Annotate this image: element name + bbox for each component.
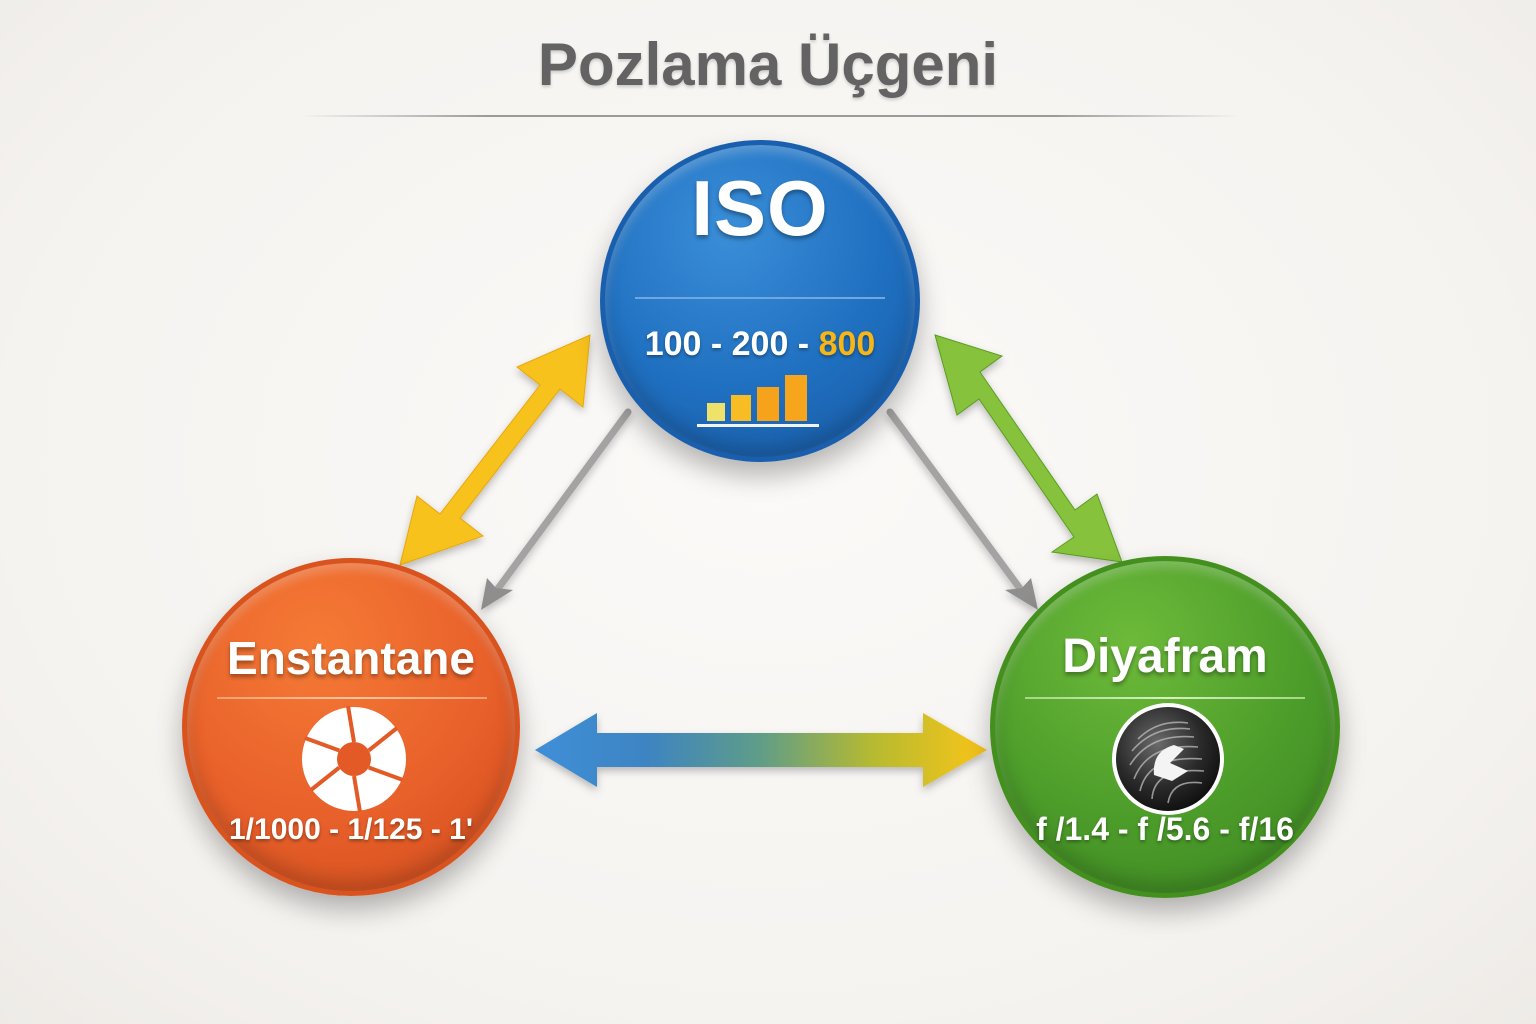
iso-aperture-double-arrow xyxy=(934,334,1123,563)
title-divider xyxy=(300,115,1240,117)
aperture-divider xyxy=(1025,697,1305,699)
iso-to-shutter-arrow xyxy=(481,408,632,610)
iso-node: ISO 100 - 200 - 800 xyxy=(600,140,920,462)
shutter-label: Enstantane xyxy=(227,632,475,684)
iso-values-highlight: 800 xyxy=(818,325,876,363)
iso-values: 100 - 200 - 800 xyxy=(605,325,915,364)
diagram-title: Pozlama Üçgeni xyxy=(537,31,999,98)
shutter-node: Enstantane 1/1000 - 1/125 - 1' xyxy=(182,558,520,896)
iso-values-base: 100 - 200 - xyxy=(644,325,819,363)
aperture-node: Diyafram f /1.4 - f /5.6 - f/16 xyxy=(990,556,1340,898)
iso-label: ISO xyxy=(691,164,829,252)
shutter-iso-double-arrow xyxy=(399,334,591,566)
shutter-aperture-icon xyxy=(302,706,406,812)
shutter-divider xyxy=(217,697,487,699)
shutter-aperture-double-arrow xyxy=(535,713,987,787)
iso-to-aperture-arrow xyxy=(886,408,1038,610)
shutter-values: 1/1000 - 1/125 - 1' xyxy=(229,813,473,846)
iso-divider xyxy=(635,297,885,299)
lens-iris-icon xyxy=(1112,703,1224,815)
aperture-values: f /1.4 - f /5.6 - f/16 xyxy=(1036,811,1294,847)
aperture-label: Diyafram xyxy=(1062,630,1268,683)
signal-bars-icon xyxy=(697,375,819,427)
